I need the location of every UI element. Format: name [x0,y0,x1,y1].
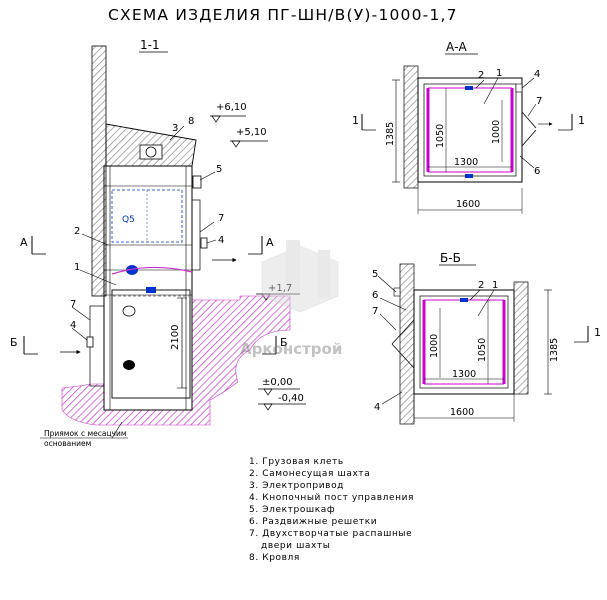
cut-b-right: Б [280,336,288,349]
svg-text:1: 1 [74,262,80,273]
svg-text:Q5: Q5 [122,215,135,225]
legend-item: 8. Кровля [249,553,300,563]
svg-text:2: 2 [74,226,80,237]
svg-text:1: 1 [352,114,359,127]
section-b-b: Б-Б 1000 1050 1300 1600 [372,251,601,425]
legend-item: 3. Электропривод [249,481,344,491]
legend-item: 4. Кнопочный пост управления [249,493,415,503]
svg-text:4: 4 [218,235,224,246]
elev-17: +1,7 [268,283,292,294]
svg-text:1: 1 [578,114,585,127]
aa-dim-1600: 1600 [456,199,480,210]
svg-text:4: 4 [534,69,540,80]
svg-text:4: 4 [374,402,380,413]
elevation-marks: +6,10 +5,10 +1,7 ±0,00 -0,40 [210,102,306,411]
elev-610: +6,10 [216,102,247,113]
aa-dim-1300: 1300 [454,157,478,168]
legend-item: 2. Самонесущая шахта [249,469,371,479]
svg-text:6: 6 [534,166,540,177]
cut-a-right: А [266,236,274,249]
svg-text:7: 7 [536,96,542,107]
svg-text:5: 5 [216,164,222,175]
drawing-title: СХЕМА ИЗДЕЛИЯ ПГ-ШН/В(У)-1000-1,7 [108,6,458,24]
watermark-text: Арконстрой [240,340,342,358]
legend-item-continuation: двери шахты [261,541,331,551]
elev-510: +5,10 [236,127,267,138]
svg-text:2: 2 [478,280,484,291]
bb-dim-1385: 1385 [549,338,560,362]
watermark: Арконстрой [240,240,342,358]
svg-text:3: 3 [172,123,178,134]
section-a-a: А-А 1385 1050 1000 1300 [352,40,585,214]
callouts-1-1: 3 8 5 7 4 2 1 7 4 [70,116,224,341]
legend: 1. Грузовая клеть 2. Самонесущая шахта 3… [249,456,414,564]
svg-text:6: 6 [372,290,378,301]
svg-text:7: 7 [218,213,224,224]
aa-shaft [417,77,523,183]
svg-text:1: 1 [496,68,502,79]
section-1-1-label: 1-1 [140,38,160,52]
elev-000: ±0,00 [262,377,293,388]
svg-text:7: 7 [372,306,378,317]
aa-dim-1050: 1050 [435,124,446,148]
svg-text:4: 4 [70,320,76,331]
section-1-1: 1-1 Q5 [10,38,306,448]
svg-text:1: 1 [594,326,601,339]
dim-2100: 2100 [170,325,181,350]
elev-040: -0,40 [278,393,304,404]
svg-text:7: 7 [70,299,76,310]
bb-shaft [413,289,515,395]
cut-b-left: Б [10,336,18,349]
bb-dim-1600: 1600 [450,407,474,418]
building-wall [91,45,107,297]
aa-dim-1385: 1385 [385,122,396,146]
svg-text:8: 8 [188,116,194,127]
svg-text:2: 2 [478,70,484,81]
pit-note-line2: основанием [44,439,91,448]
legend-item: 1. Грузовая клеть [249,457,344,467]
section-b-b-label: Б-Б [440,251,461,265]
section-a-a-label: А-А [446,40,468,54]
aa-wall [403,65,419,189]
bb-dim-1050: 1050 [477,338,488,362]
bb-wall [399,263,415,425]
legend-item: 5. Электрошкаф [249,505,336,515]
pit-note-line1: Приямок с месацчим [44,429,127,438]
legend-item: 7. Двухстворчатые распашные [249,529,413,539]
drive-unit [139,144,163,160]
svg-text:5: 5 [372,269,378,280]
svg-text:1: 1 [492,280,498,291]
cut-a-left: А [20,236,28,249]
legend-item: 6. Раздвижные решетки [249,517,378,527]
bb-dim-1300: 1300 [452,369,476,380]
ground-pit [61,295,291,426]
aa-dim-1000: 1000 [491,120,502,144]
bb-dim-1000: 1000 [429,334,440,358]
